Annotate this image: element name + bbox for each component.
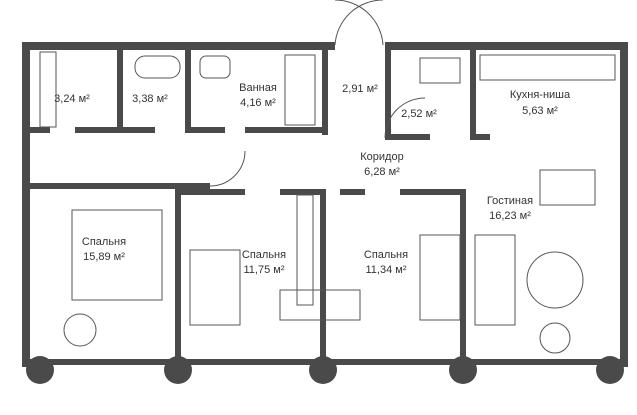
room-name-kitchen: Кухня-ниша [510, 89, 571, 101]
room-name-living: Гостиная [487, 195, 533, 207]
room-area-kitchen: 5,63 м² [522, 105, 558, 117]
room-area-bedroom3: 11,34 м² [366, 264, 407, 276]
walls [22, 42, 628, 384]
furniture [39, 51, 616, 354]
room-area-living: 16,23 м² [489, 210, 531, 222]
room-name-corridor: Коридор [360, 151, 403, 163]
doors [209, 0, 426, 187]
room-labels: 3,24 м² 3,38 м² Ванная 4,16 м² 2,91 м² 2… [54, 82, 571, 276]
room-area-bedroom2: 11,75 м² [244, 264, 285, 276]
room-name-bedroom2: Спальня [242, 249, 286, 261]
room-area-wc: 3,38 м² [132, 93, 168, 105]
room-area-entry: 2,91 м² [342, 83, 378, 95]
room-area-closet: 3,24 м² [54, 93, 90, 105]
room-name-bedroom1: Спальня [82, 236, 126, 248]
room-area-bedroom1: 15,89 м² [83, 251, 125, 263]
room-name-bathroom: Ванная [239, 82, 277, 94]
room-area-storage: 2,52 м² [401, 108, 437, 120]
room-name-bedroom3: Спальня [364, 249, 408, 261]
room-area-bathroom: 4,16 м² [240, 97, 276, 109]
room-area-corridor: 6,28 м² [364, 166, 400, 178]
